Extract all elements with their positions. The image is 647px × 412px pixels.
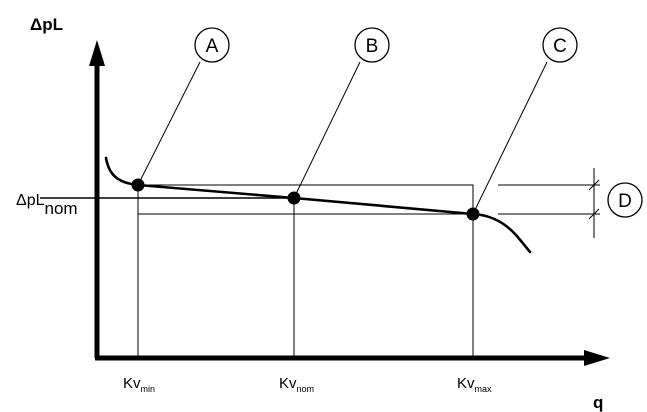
callout-b: B xyxy=(354,27,390,63)
y-axis-title: ΔpL xyxy=(30,15,63,34)
y-axis-arrow xyxy=(89,40,105,66)
tick-label-kv-max: Kvmax xyxy=(457,375,492,394)
tick-label-kv-min: Kvmin xyxy=(123,375,155,394)
svg-text:B: B xyxy=(366,36,379,57)
svg-text:C: C xyxy=(553,36,567,57)
leader-line-b xyxy=(293,61,361,199)
tick-label-kv-nom: Kvnom xyxy=(279,375,314,394)
svg-text:A: A xyxy=(206,36,219,57)
svg-text:D: D xyxy=(618,191,632,212)
callout-a: A xyxy=(194,27,230,63)
x-axis-arrow xyxy=(584,350,610,366)
leader-line-a xyxy=(137,61,201,186)
characteristic-curve xyxy=(104,156,532,254)
leader-line-c xyxy=(472,61,548,215)
nominal-pressure-label: ΔpLnom xyxy=(16,192,78,218)
callout-d: D xyxy=(607,182,643,218)
dimension-d xyxy=(498,168,600,238)
x-axis-title: q xyxy=(593,393,603,412)
callout-c: C xyxy=(542,27,578,63)
